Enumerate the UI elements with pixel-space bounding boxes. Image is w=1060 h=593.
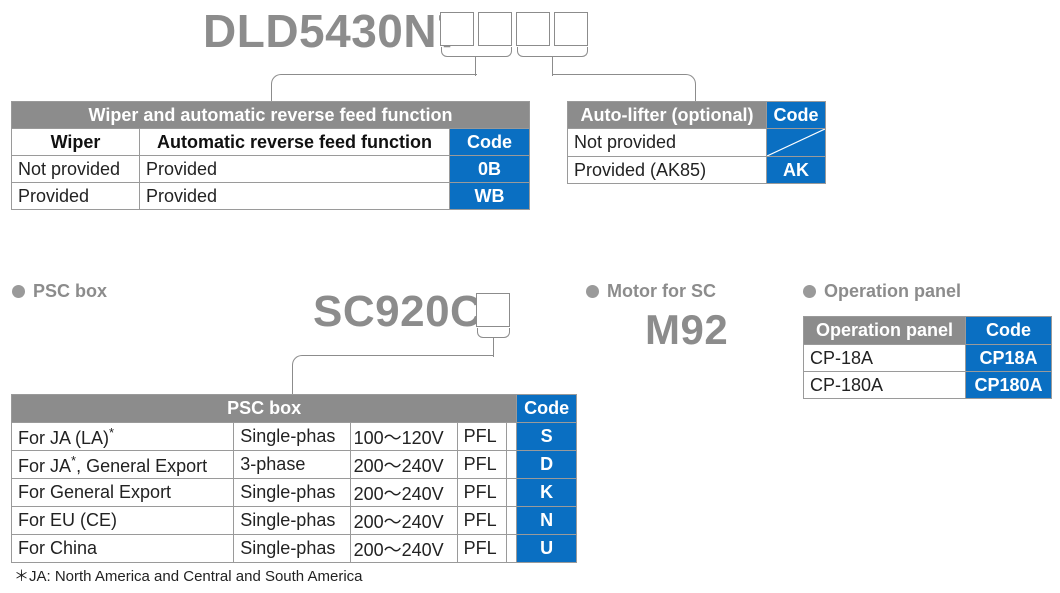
connector-right-v (552, 56, 553, 76)
spacer-cell (505, 506, 518, 535)
reverse-col-header: Automatic reverse feed function (139, 128, 450, 156)
table-row: For JA*, General Export 3-phase 200〜240V… (10, 450, 577, 479)
panel-label: CP-180A (803, 371, 966, 399)
autolifter-label: Provided (AK85) (567, 156, 767, 184)
psc-connector-v (493, 337, 494, 357)
bracket-left (441, 47, 512, 57)
code-slot-3 (516, 12, 550, 46)
code-slot-1 (440, 12, 474, 46)
table-row: CP-180A CP180A (803, 371, 1052, 399)
wiper-table-title: Wiper and automatic reverse feed functio… (11, 101, 530, 129)
psc-table: PSC box Code For JA (LA)* Single-phas 10… (10, 394, 577, 563)
panel-table: Operation panel Code CP-18A CP18A CP-180… (803, 316, 1052, 399)
code-cell: WB (449, 182, 530, 210)
region-cell: For JA*, General Export (10, 450, 235, 479)
panel-section-label: Operation panel (803, 281, 961, 302)
voltage-cell: 200〜240V (349, 534, 458, 563)
panel-label: CP-18A (803, 344, 966, 372)
table-row: CP-18A CP18A (803, 344, 1052, 372)
psc-footnote: ＊JA: North America and Central and South… (14, 568, 363, 585)
psc-code-slot (476, 293, 510, 327)
voltage-cell: 200〜240V (349, 450, 458, 479)
reverse-cell: Provided (139, 182, 450, 210)
table-row: For General Export Single-phas 200〜240V … (10, 478, 577, 507)
region-cell: For EU (CE) (10, 506, 235, 535)
psc-section-label: PSC box (12, 281, 107, 302)
code-slot-4 (554, 12, 588, 46)
panel-col-header: Operation panel (803, 316, 966, 345)
panel-code: CP180A (965, 371, 1052, 399)
autolifter-code-empty (766, 128, 826, 157)
wiper-col-header: Wiper (11, 128, 140, 156)
wiper-table: Wiper and automatic reverse feed functio… (11, 101, 530, 210)
motor-section-label: Motor for SC (586, 281, 716, 302)
connector-left-v (475, 56, 476, 76)
table-row: For JA (LA)* Single-phas 100〜120V PFL S (10, 422, 577, 451)
panel-section-text: Operation panel (824, 281, 962, 301)
autolifter-label: Not provided (567, 128, 767, 157)
autolifter-code: AK (766, 156, 826, 184)
wiper-cell: Not provided (11, 155, 140, 183)
region-cell: For JA (LA)* (10, 422, 235, 451)
phase-cell: Single-phas (233, 478, 351, 507)
table-row: Provided Provided WB (11, 182, 530, 210)
psc-section-text: PSC box (33, 281, 108, 301)
table-row: For EU (CE) Single-phas 200〜240V PFL N (10, 506, 577, 535)
type-cell: PFL (456, 534, 507, 563)
type-cell: PFL (456, 506, 507, 535)
psc-model-title: SC920C (313, 287, 483, 336)
code-slot-2 (478, 12, 512, 46)
region-cell: For General Export (10, 478, 235, 507)
voltage-cell: 200〜240V (349, 506, 458, 535)
voltage-cell: 100〜120V (349, 422, 458, 451)
table-row: Not provided Provided 0B (11, 155, 530, 183)
table-row: Not provided (567, 128, 826, 157)
dld-model-title: DLD5430N7 (203, 5, 464, 57)
wiper-cell: Provided (11, 182, 140, 210)
code-cell: 0B (449, 155, 530, 183)
autolifter-code-header: Code (766, 101, 826, 129)
bullet-icon (586, 285, 599, 298)
voltage-cell: 200〜240V (349, 478, 458, 507)
phase-cell: Single-phas (233, 506, 351, 535)
phase-cell: 3-phase (233, 450, 351, 479)
spacer-cell (505, 450, 518, 479)
code-cell: K (516, 478, 577, 507)
code-col-header: Code (449, 128, 530, 156)
table-row: Provided (AK85) AK (567, 156, 826, 184)
bullet-icon (803, 285, 816, 298)
table-row: For China Single-phas 200〜240V PFL U (10, 534, 577, 563)
reverse-cell: Provided (139, 155, 450, 183)
panel-code: CP18A (965, 344, 1052, 372)
spacer-cell (505, 534, 518, 563)
phase-cell: Single-phas (233, 534, 351, 563)
spacer-cell (505, 478, 518, 507)
autolifter-title: Auto-lifter (optional) (567, 101, 767, 129)
code-cell: N (516, 506, 577, 535)
code-cell: U (516, 534, 577, 563)
connector-right-h (552, 74, 696, 102)
code-cell: S (516, 422, 577, 451)
connector-left-h (271, 74, 477, 102)
type-cell: PFL (456, 422, 507, 451)
autolifter-table: Auto-lifter (optional) Code Not provided… (567, 101, 826, 184)
diagonal-slash-icon (767, 129, 825, 156)
psc-table-title: PSC box (10, 394, 518, 423)
type-cell: PFL (456, 450, 507, 479)
phase-cell: Single-phas (233, 422, 351, 451)
psc-connector-h (292, 355, 494, 394)
code-cell: D (516, 450, 577, 479)
motor-model-title: M92 (645, 306, 729, 353)
bullet-icon (12, 285, 25, 298)
spacer-cell (505, 422, 518, 451)
psc-code-header: Code (516, 394, 577, 423)
motor-section-text: Motor for SC (607, 281, 716, 301)
region-cell: For China (10, 534, 235, 563)
type-cell: PFL (456, 478, 507, 507)
panel-code-header: Code (965, 316, 1052, 345)
